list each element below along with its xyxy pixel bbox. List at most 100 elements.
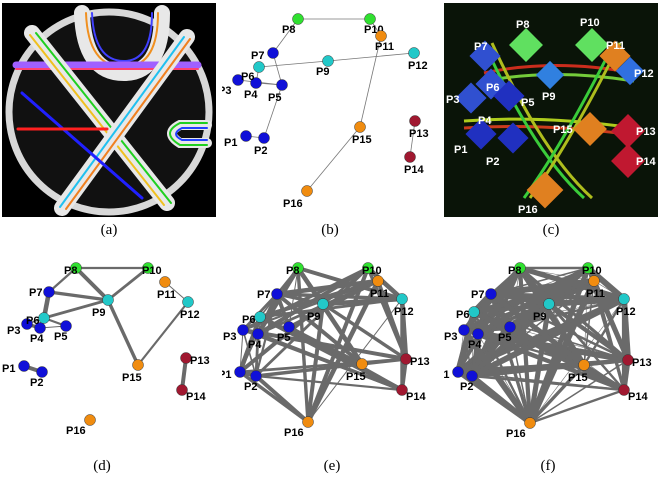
label-p7: P7 [251, 50, 264, 62]
node-p16 [302, 416, 314, 428]
edge-p7-p15 [489, 291, 586, 368]
node-p4 [252, 328, 264, 340]
edge-p15-p16 [528, 363, 586, 425]
c-label-p15: P15 [553, 124, 573, 136]
caption-a: (a) [100, 222, 118, 238]
label-p12: P12 [394, 306, 414, 318]
edge-p6-p9 [258, 60, 329, 68]
edge-p12-p15 [582, 298, 626, 366]
label-p12: P12 [408, 60, 428, 72]
label-p1: P1 [224, 137, 237, 149]
edge-p6-p15 [259, 315, 363, 366]
edge-p7-p8 [272, 18, 299, 54]
node-p4 [34, 322, 46, 334]
label-p6: P6 [26, 315, 39, 327]
label-p11: P11 [370, 288, 389, 300]
edge-p9-p11 [548, 280, 595, 305]
label-p8: P8 [282, 24, 295, 36]
node-p10 [362, 262, 374, 274]
node-p14 [176, 384, 188, 396]
label-p14: P14 [404, 164, 424, 176]
node-p15 [132, 359, 144, 371]
node-p2 [36, 366, 48, 378]
label-p1: P1 [222, 369, 231, 381]
edge-p8-p16 [296, 267, 310, 423]
caption-b: (b) [321, 222, 339, 238]
label-p16: P16 [284, 427, 304, 439]
node-p7 [267, 47, 279, 59]
node-p9 [543, 298, 555, 310]
label-p9: P9 [533, 311, 546, 323]
c-label-p10: P10 [580, 17, 600, 29]
c-label-p12: P12 [634, 68, 654, 80]
node-p15 [356, 358, 368, 370]
c-label-p3: P3 [446, 94, 459, 106]
edge-p11-p14 [592, 280, 626, 391]
label-p2: P2 [30, 377, 43, 389]
label-p4: P4 [244, 89, 258, 101]
label-p16: P16 [66, 425, 86, 437]
edge-p15-p16 [306, 126, 361, 192]
node-p12 [618, 293, 630, 305]
edge-p2-p3 [463, 329, 473, 377]
label-p12: P12 [180, 309, 200, 321]
edge-p13-p16 [529, 359, 629, 424]
node-p6 [253, 61, 265, 73]
node-p11 [588, 275, 600, 287]
node-p1 [452, 366, 464, 378]
node-p15 [578, 359, 590, 371]
node-p12 [396, 293, 408, 305]
label-p13: P13 [190, 355, 210, 367]
edge-p13-p14 [409, 120, 416, 158]
edge-p9-p12 [322, 296, 403, 307]
c-label-p2: P2 [486, 156, 499, 168]
edge-p2-p3 [242, 329, 257, 377]
label-p3: P3 [444, 331, 457, 343]
c-label-p6: P6 [486, 82, 499, 94]
edge-p6-p9 [43, 298, 109, 320]
node-p13 [409, 115, 421, 127]
edge-p7-p9 [48, 290, 109, 302]
label-p14: P14 [186, 391, 206, 403]
node-p4 [250, 77, 262, 89]
node-p13 [180, 352, 192, 364]
label-p3: P3 [7, 325, 20, 337]
panel-a [2, 3, 216, 217]
node-p5 [283, 321, 295, 333]
node-p10 [364, 13, 376, 25]
node-p3 [21, 318, 33, 330]
label-p9: P9 [307, 311, 320, 323]
label-p5: P5 [277, 332, 290, 344]
node-p11 [372, 275, 384, 287]
edge-p11-p16 [305, 279, 381, 424]
label-p5: P5 [268, 92, 281, 104]
edge-p11-p15 [359, 35, 382, 128]
edge-p2-p16 [254, 374, 310, 424]
node-p10 [582, 262, 594, 274]
label-p3: P3 [222, 85, 231, 97]
label-p8: P8 [64, 265, 77, 277]
node-p8 [292, 262, 304, 274]
node-p7 [485, 288, 497, 300]
node-p6 [254, 311, 266, 323]
c-label-p14: P14 [636, 156, 656, 168]
edge-p11-p15 [583, 280, 595, 366]
edge-p12-p16 [529, 298, 625, 424]
label-p5: P5 [54, 331, 67, 343]
label-p9: P9 [92, 307, 105, 319]
edge-p9-p15 [548, 303, 585, 366]
node-p2 [258, 132, 270, 144]
node-p11 [159, 276, 171, 288]
label-p15: P15 [122, 372, 142, 384]
edge-p10-p16 [306, 267, 370, 423]
edge-p8-p9 [74, 266, 110, 302]
label-p7: P7 [29, 287, 42, 299]
label-p12: P12 [616, 306, 636, 318]
label-p10: P10 [582, 265, 602, 277]
c-label-p8: P8 [516, 19, 529, 31]
